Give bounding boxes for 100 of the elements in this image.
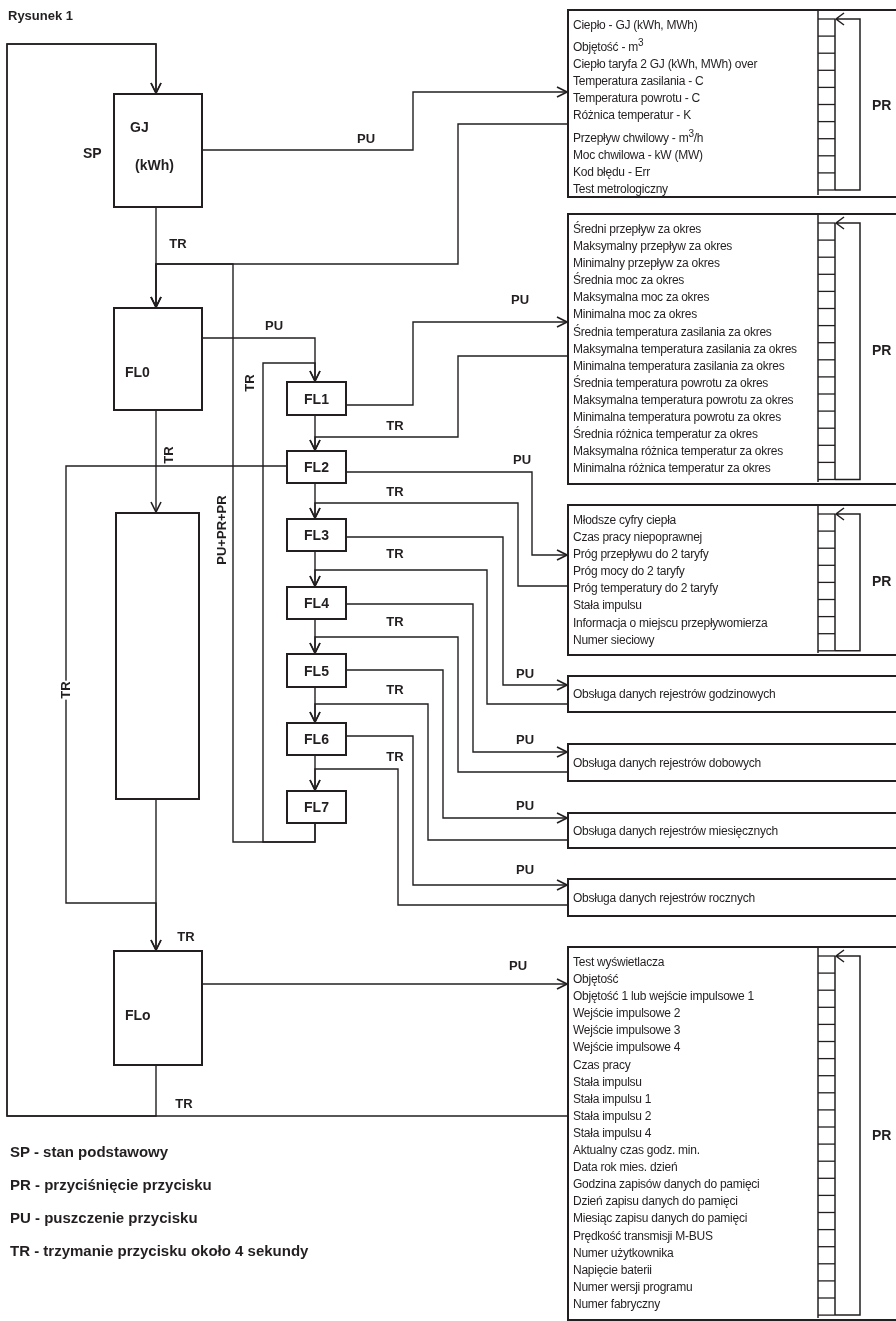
list-item: Ciepło - GJ (kWh, MWh) <box>573 17 698 34</box>
state-label: (kWh) <box>135 157 174 173</box>
state-box <box>113 307 203 411</box>
edge-label: PU <box>514 667 536 681</box>
list-item: Średnia różnica temperatur za okres <box>573 426 758 444</box>
edge-label: PU+PR+PR <box>215 494 229 566</box>
arrow <box>346 735 568 891</box>
list-item: Stała impulsu 1 <box>573 1090 652 1108</box>
list-item: Próg przepływu do 2 taryfy <box>573 546 709 564</box>
state-box <box>286 790 347 824</box>
edge-label: PU <box>511 453 533 467</box>
list-item: Test wyświetlacza <box>573 954 665 971</box>
side-label: PR <box>872 342 892 358</box>
edge-label: TR <box>243 373 257 393</box>
edge-label: TR <box>385 485 405 499</box>
list-item: Średnia temperatura zasilania za okres <box>573 323 772 341</box>
arrow <box>346 471 568 561</box>
panel-text: Obsługa danych rejestrów miesięcznych <box>573 823 778 838</box>
state-label: FL2 <box>304 459 329 475</box>
menu-panel <box>567 675 896 713</box>
arrow <box>309 755 321 791</box>
edge-label: PU <box>507 959 529 973</box>
state-label: FL5 <box>304 662 329 679</box>
list-item: Aktualny czas godz. min. <box>573 1142 700 1160</box>
edge-label: TR <box>162 445 176 465</box>
list-item: Numer fabryczny <box>573 1295 660 1313</box>
legend-note: TR - trzymanie przycisku około 4 sekundy <box>10 1242 309 1259</box>
list-item: Wejście impulsowe 4 <box>573 1039 681 1057</box>
list-item: Stała impulsu 2 <box>573 1107 652 1125</box>
list-item: Stała impulsu <box>573 1073 642 1091</box>
edge-label: TR <box>385 419 405 433</box>
edge-label: TR <box>176 930 196 944</box>
arrow <box>202 86 568 151</box>
state-label: FL4 <box>304 595 329 611</box>
list-item: Minimalna temperatura powrotu za okres <box>573 409 781 426</box>
arrow <box>346 316 568 406</box>
state-label: FL1 <box>304 390 329 407</box>
list-item: Stała impulsu 4 <box>573 1124 652 1142</box>
arrow <box>346 603 568 758</box>
list-item: Czas pracy niepoprawnej <box>573 529 702 547</box>
edge-label: TR <box>385 615 405 629</box>
list-item: Stała impulsu <box>573 597 642 615</box>
list-item: Temperatura zasilania - C <box>573 73 704 91</box>
list-item: Miesiąc zapisu danych do pamięci <box>573 1210 748 1228</box>
list-item: Różnica temperatur - K <box>573 107 691 125</box>
state-box <box>286 586 347 620</box>
state-box <box>113 950 203 1066</box>
list-item: Czas pracy <box>573 1056 631 1074</box>
list-item: Maksymalny przepływ za okres <box>573 238 733 256</box>
state-label: FL0 <box>125 364 150 380</box>
list-item: Data rok mies. dzień <box>573 1159 678 1177</box>
list-item: Minimalna temperatura zasilania za okres <box>573 357 785 375</box>
list-item: Numer użytkownika <box>573 1244 674 1262</box>
state-label: GJ <box>130 119 149 135</box>
state-box <box>286 381 347 416</box>
list-item: Ciepło taryfa 2 GJ (kWh, MWh) over <box>573 56 758 74</box>
list-item: Średnia temperatura powrotu za okres <box>573 374 769 392</box>
state-label: FLo <box>125 1007 151 1023</box>
list-item: Dzień zapisu danych do pamięci <box>573 1193 738 1211</box>
list-item: Godzina zapisów danych do pamięci <box>573 1176 760 1194</box>
arrow <box>262 362 321 843</box>
list-item: Młodsze cyfry ciepła <box>573 512 677 529</box>
state-box <box>286 518 347 552</box>
list-item: Kod błędu - Err <box>573 163 650 181</box>
edge-label: PU <box>514 863 536 877</box>
menu-list-panel <box>567 213 896 485</box>
list-item: Wejście impulsowe 3 <box>573 1022 681 1040</box>
list-item: Minimalna moc za okres <box>573 306 697 324</box>
list-item: Prędkość transmisji M-BUS <box>573 1227 713 1245</box>
list-item: Maksymalna moc za okres <box>573 289 710 307</box>
arrow <box>309 483 321 519</box>
state-label: FL3 <box>304 527 329 543</box>
list-item: Napięcie baterii <box>573 1261 652 1279</box>
list-item: Wejście impulsowe 2 <box>573 1005 681 1023</box>
edge-label: PU <box>355 132 377 146</box>
legend-note: SP - stan podstawowy <box>10 1143 169 1160</box>
list-item: Objętość 1 lub wejście impulsowe 1 <box>573 988 754 1006</box>
menu-panel <box>567 743 896 782</box>
empty-box <box>115 512 200 800</box>
arrow <box>202 978 568 990</box>
state-label: FL6 <box>304 731 329 747</box>
menu-list-panel <box>567 946 896 1321</box>
edge-label: PU <box>514 733 536 747</box>
list-item: Próg temperatury do 2 taryfy <box>573 580 719 598</box>
side-label: PR <box>872 573 892 589</box>
legend-note: PU - puszczenie przycisku <box>10 1209 198 1226</box>
list-item: Test metrologiczny <box>573 180 668 198</box>
edge-label: TR <box>385 683 405 697</box>
edge-label: TR <box>385 750 405 764</box>
legend-note: PR - przyciśnięcie przycisku <box>10 1176 212 1193</box>
list-item: Maksymalna różnica temperatur za okres <box>573 443 783 461</box>
arrow <box>309 415 321 451</box>
arrow <box>309 551 321 587</box>
menu-list-panel <box>567 9 896 198</box>
arrow <box>346 669 568 824</box>
list-item: Przepływ chwilowy - m$^{3}$/h <box>573 126 704 147</box>
list-item: Średni przepływ za okres <box>573 221 702 238</box>
edge-label: TR <box>174 1097 194 1111</box>
panel-text: Obsługa danych rejestrów godzinowych <box>573 687 776 701</box>
side-label: PR <box>872 1126 892 1143</box>
